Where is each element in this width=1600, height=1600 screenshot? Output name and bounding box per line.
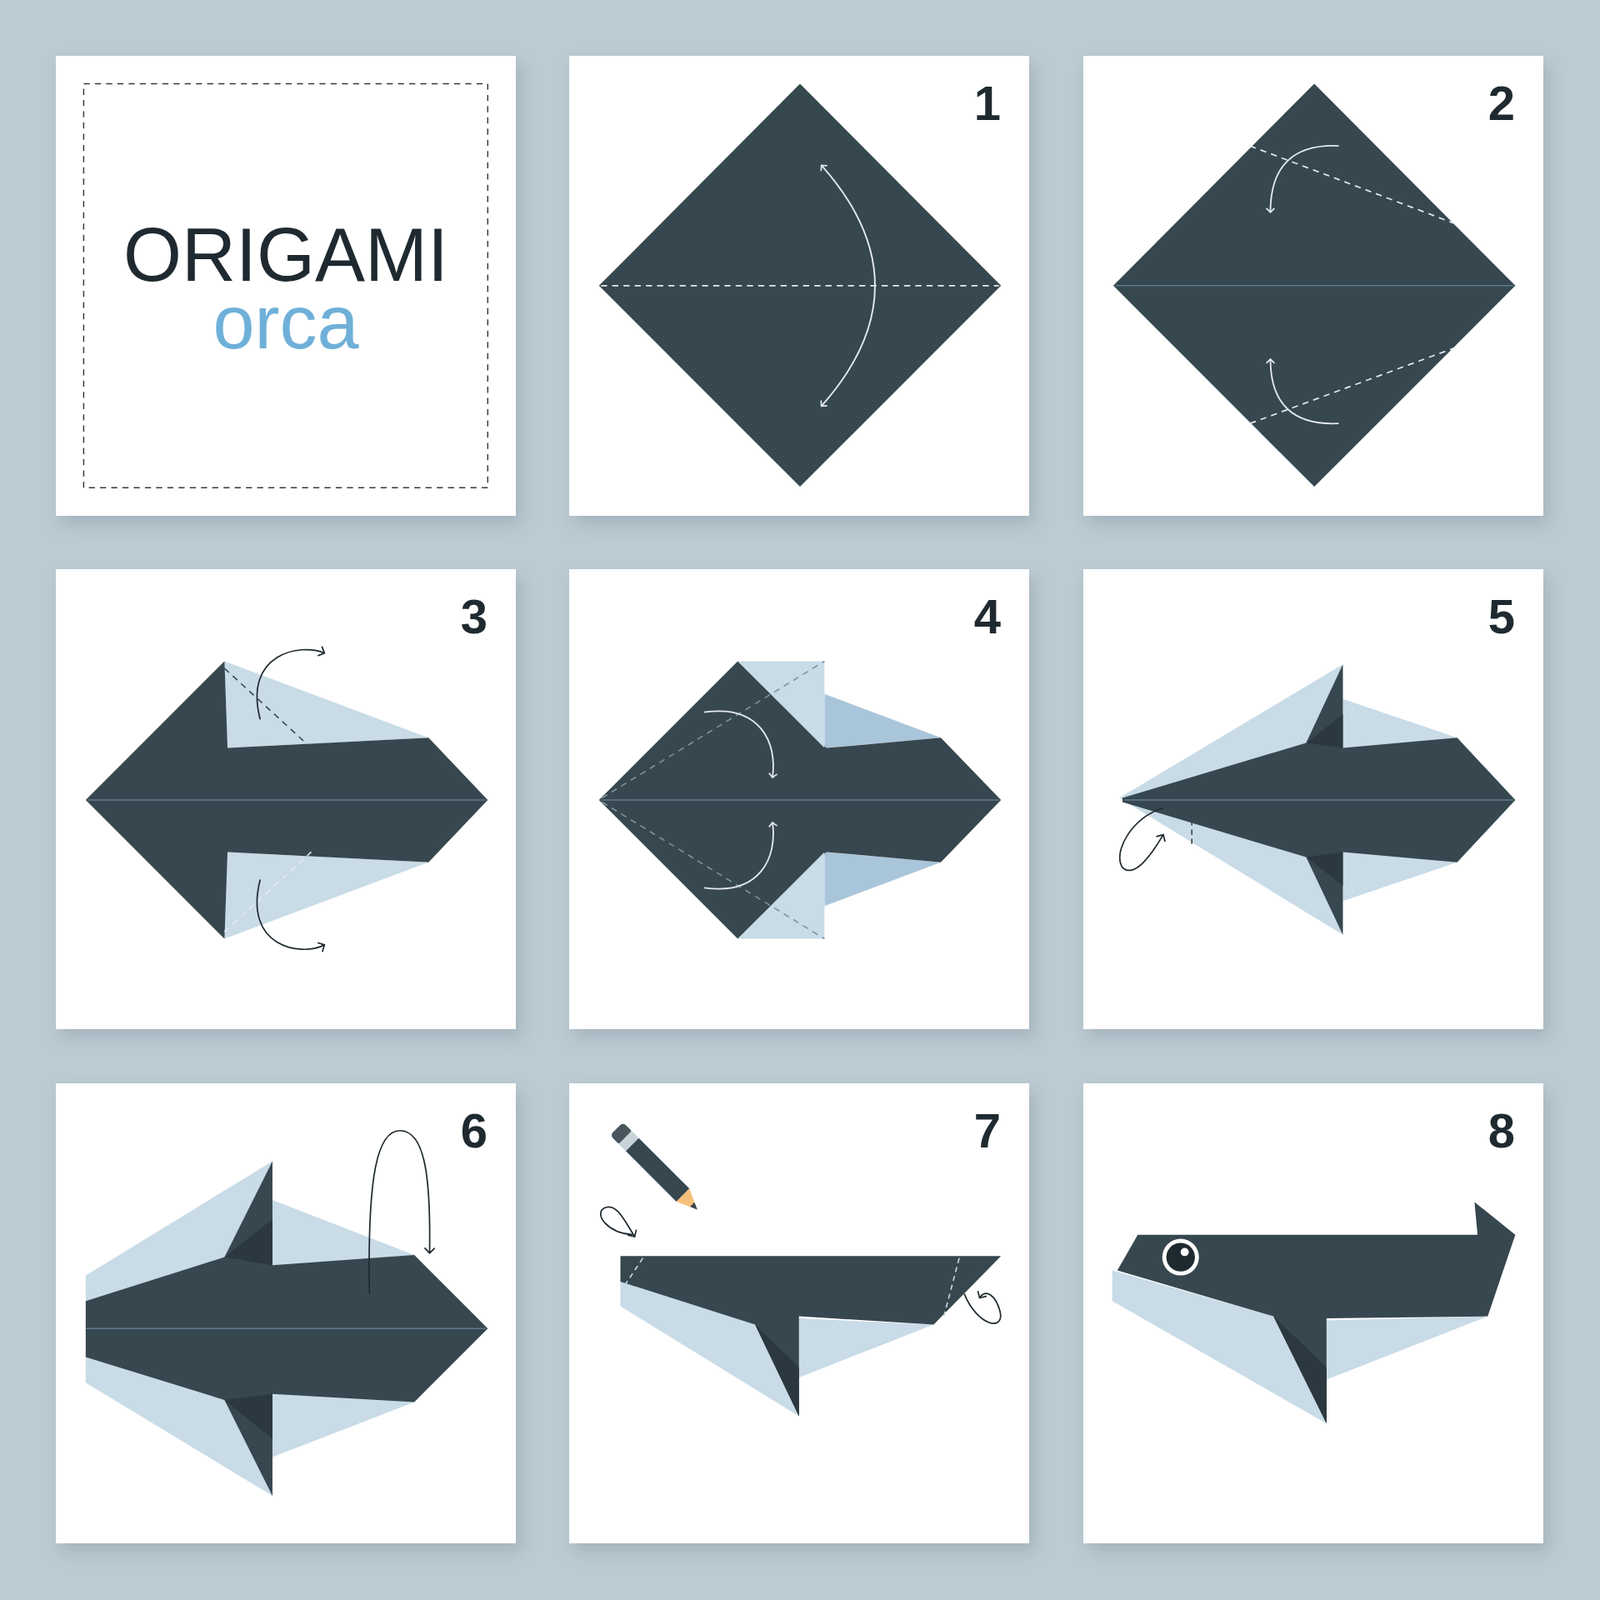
step8-figure-part [1112,1270,1327,1424]
step7-figure-part [620,1255,1001,1416]
step5-figure-part [1190,783,1193,847]
step4-figure [599,660,1001,939]
step-panel: 2 [1083,55,1544,516]
step6-figure-part [85,1328,486,1330]
step3-figure-part [256,650,325,720]
step2-figure-part [1250,346,1458,424]
step4-figure-part [600,799,1000,800]
step4-figure-part [824,851,941,906]
step2-figure [1113,83,1515,487]
step3-figure-part [224,668,311,749]
step6-figure-part [224,1219,273,1265]
step8-figure-part [1162,1239,1200,1276]
step1-figure-part [599,83,1001,487]
step-panel: 1 [569,55,1030,516]
step5-figure [1119,664,1515,935]
step4-figure-part [737,851,825,939]
step3-figure-part [224,660,429,748]
step-panel: 3 [55,569,516,1030]
step7-figure-part [964,1293,1001,1324]
step1-figure-part [821,165,875,406]
step2-figure-part [1270,145,1339,213]
step5-figure-part [1305,851,1343,885]
step3-figure [85,650,488,950]
step6-figure-part [369,1130,430,1295]
step8-figure-part [1180,1248,1190,1257]
step2-figure-part [1250,145,1458,225]
step7-figure-part-part [676,1188,705,1216]
step8-figure-part [1166,1242,1195,1271]
step-number: 2 [1083,79,1544,128]
step4-figure-part [824,694,941,749]
step1-figure [599,83,1001,487]
title-text: ORIGAMI [55,217,516,293]
step7-figure-part [610,1122,705,1217]
step-number: 7 [569,1106,1030,1155]
step3-figure-part [85,660,488,939]
subtitle-text: orca [55,285,516,360]
step7-figure [600,1122,1001,1417]
step-panel: 4 [569,569,1030,1030]
step7-figure-part [600,1206,635,1237]
step-number: 8 [1083,1106,1544,1155]
step1-figure-part [600,285,1000,287]
step5-figure-part [1119,664,1515,935]
step-number: 1 [569,79,1030,128]
step5-figure-part [1305,714,1343,748]
step8-figure [1112,1201,1516,1424]
step-number: 5 [1083,592,1544,641]
step8-figure-part [1117,1201,1516,1424]
step-panel: 8 [1083,1083,1544,1544]
step7-figure-part-part [625,1138,690,1202]
step6-figure-part [85,1160,488,1496]
step8-figure-part [1326,1316,1488,1380]
step7-figure-part-part [618,1130,639,1151]
step8-figure-part [1273,1316,1327,1425]
step4-figure-part [599,660,1001,939]
step-panel: 6 [55,1083,516,1544]
step4-figure-part [704,710,774,778]
step6-figure-part [85,1160,488,1496]
step7-figure-part [944,1258,960,1317]
step6-figure-part [224,1394,273,1440]
step6-figure [85,1130,488,1496]
step7-figure-part [755,1324,800,1416]
step7-figure-part [799,1318,935,1378]
title-frame-part [83,83,488,488]
step3-figure-part [224,851,429,939]
step2-figure-part [1113,83,1515,487]
step4-figure-part [737,660,825,748]
step7-figure-part-part [690,1202,700,1212]
step5-figure-part [1122,664,1515,935]
title-panel: ORIGAMIorca [55,55,516,516]
step-number: 3 [55,592,516,641]
step-number: 6 [55,1106,516,1155]
step-panel: 7 [569,1083,1030,1544]
step4-figure-part [704,822,774,890]
step-panel: 5 [1083,569,1544,1030]
step7-figure-part [620,1280,799,1417]
step5-figure-part [1120,808,1164,871]
step2-figure-part [1270,359,1339,424]
step3-figure-part [256,880,325,950]
step3-figure-part [87,799,486,800]
step2-figure-part [1115,285,1514,286]
step4-figure-part [601,660,825,798]
step-number: 4 [569,592,1030,641]
step7-figure-part [620,1258,643,1292]
step5-figure-part [1124,799,1514,800]
step4-figure-part [601,801,825,939]
title-frame [83,83,488,488]
step3-figure-part [224,851,311,932]
step7-figure-part-part [610,1122,634,1146]
